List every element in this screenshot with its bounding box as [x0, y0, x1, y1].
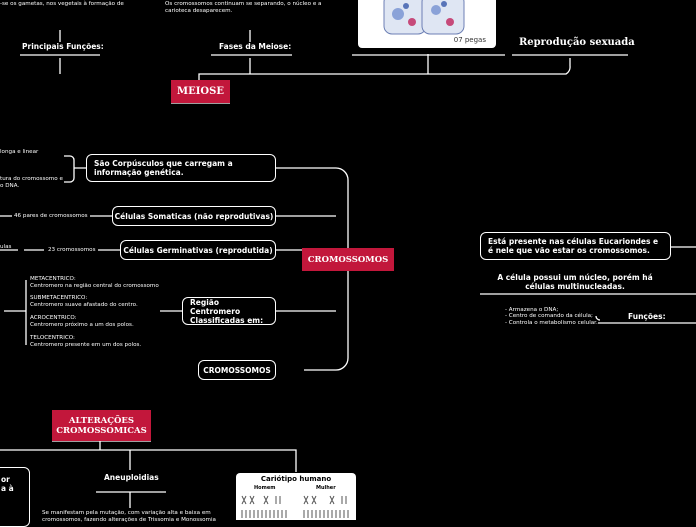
function-item: - Armazena o DNA; — [505, 307, 559, 313]
meiose-topic[interactable]: MEIOSE — [171, 80, 230, 103]
function-item: - Centro de comando da célula; — [505, 313, 593, 319]
somaticas-topic[interactable]: Células Somaticas (não reprodutivas) — [112, 206, 276, 226]
left-partial-text-2: a à — [1, 484, 14, 493]
corpusculos-text: São Corpúsculos que carregam a informaçã… — [94, 159, 233, 177]
type-name: ACROCENTRICO: — [30, 315, 77, 321]
type-name: METACENTRICO: — [30, 276, 76, 282]
aneuploidias-label[interactable]: Aneuploidias — [104, 473, 159, 482]
alteracoes-title-1: ALTERAÇÕES — [68, 415, 135, 426]
nucleus-text-1: Os cromossomos continuam se separando, o… — [165, 1, 322, 7]
karyotype-chromosomes — [241, 495, 349, 518]
somaticas-detail: 46 pares de cromossomos — [14, 213, 88, 219]
germinativas-topic[interactable]: Células Germinativas (reprodutida) — [120, 240, 276, 260]
alteracoes-title-2: CROMOSSOMICAS — [56, 425, 147, 436]
multinucleadas-text[interactable]: A célula possui um núcleo, porém há célu… — [497, 273, 653, 291]
cromossomos-topic[interactable]: CROMOSSOMOS — [302, 248, 394, 271]
type-desc: Centromero presente em um dos polos. — [30, 342, 142, 348]
function-item: - Controla o metabolismo celular. — [505, 320, 598, 326]
type-desc: Centromero suave afastado do centro. — [30, 302, 138, 308]
eucariontes-topic[interactable]: Está presente nas células Eucariondes e … — [480, 232, 671, 260]
corpusculos-detail-3: o DNA. — [0, 183, 20, 189]
nucleo-functions-line — [595, 315, 696, 324]
meiose-phases-label[interactable]: Fases da Meiose: — [219, 42, 292, 51]
corpusculos-bracket — [64, 155, 86, 183]
meiosis-image: 07 pegas — [358, 0, 496, 48]
nucleus-text-2: carioteca desaparecem. — [165, 8, 233, 14]
eucariontes-text: Está presente nas células Eucariondes e … — [488, 237, 659, 255]
somaticas-text: Células Somaticas (não reprodutivas) — [114, 211, 274, 221]
karyotype-title: Cariótipo humano — [260, 475, 332, 483]
germinativas-text: Células Germinativas (reprodutida) — [123, 245, 273, 255]
corpusculos-topic[interactable]: São Corpúsculos que carregam a informaçã… — [86, 154, 276, 182]
germinativas-detail: 23 cromossomos — [48, 247, 96, 253]
alteracoes-connector — [0, 441, 297, 472]
left-partial-text-1: or — [1, 475, 10, 484]
karyotype-image: Cariótipo humano Homem Mulher — [236, 473, 356, 520]
aneuploidias-desc-1: Se manifestam pela mutação, com variação… — [42, 510, 211, 516]
meiose-connector — [198, 58, 571, 80]
aneuploidias-desc-2: cromossomos, fazendo alterações de Triss… — [42, 517, 216, 523]
centromero-topic[interactable]: Região Centromero Classificadas em: — [182, 297, 276, 325]
alteracoes-topic[interactable]: ALTERAÇÕES CROMOSSOMICAS — [52, 410, 151, 441]
type-name: TELOCENTRICO: — [30, 335, 75, 341]
cell-division-illustration — [383, 0, 465, 35]
cromossomos-sub-text: CROMOSSOMOS — [203, 365, 271, 375]
germinativas-left-detail: ulas — [0, 244, 12, 250]
cromossomos-sub-topic[interactable]: CROMOSSOMOS — [198, 360, 276, 380]
gametes-text: -se os gametas, nos vegetais à formação … — [0, 1, 124, 7]
karyotype-mulher: Mulher — [316, 485, 336, 491]
type-name: SUBMETACENTRICO: — [30, 295, 88, 301]
reproduction-label[interactable]: Reprodução sexuada — [519, 37, 635, 48]
type-desc: Centromero próximo a um dos polos. — [30, 322, 134, 328]
corpusculos-detail-1: longa e linear — [0, 149, 39, 155]
nucleo-functions-label[interactable]: Funções: — [628, 312, 666, 321]
left-partial-topic[interactable]: or a à — [0, 467, 30, 527]
meiose-functions-label[interactable]: Principais Funções: — [22, 42, 104, 51]
corpusculos-detail-2: tura do cromossomo e — [0, 176, 63, 182]
karyotype-homem: Homem — [254, 485, 276, 491]
image-caption: 07 pegas — [453, 36, 486, 44]
type-desc: Centromero na região central do cromosso… — [30, 283, 159, 289]
centromero-text: Região Centromero Classificadas em: — [190, 297, 264, 325]
